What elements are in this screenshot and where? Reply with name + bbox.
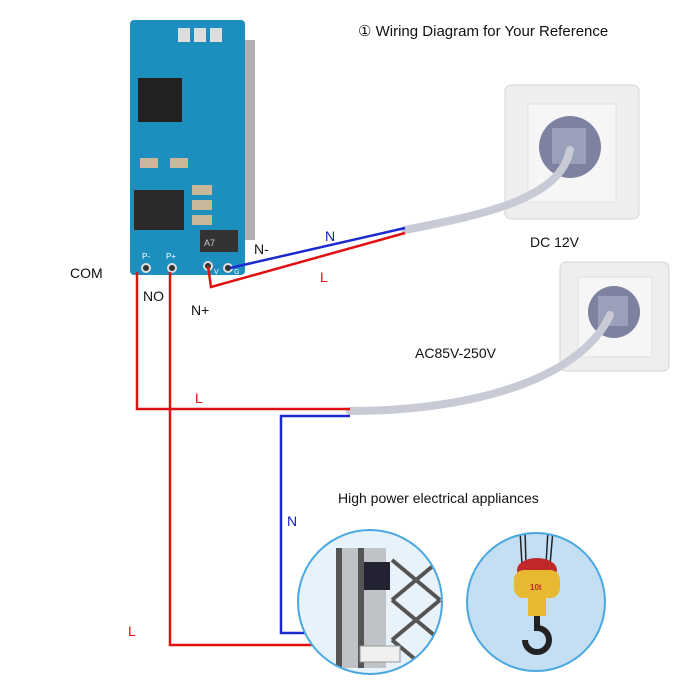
dc-supply-label: DC 12V	[530, 234, 580, 250]
receiver-module-pcb: A7 P- P+ V G	[130, 20, 255, 276]
ac-supply-label: AC85V-250V	[415, 345, 496, 361]
n-plus-label: N+	[191, 302, 210, 318]
p-minus-mark: P-	[142, 252, 150, 261]
n-minus-label: N-	[254, 241, 269, 257]
electric-gate-appliance	[297, 529, 443, 675]
no-label: NO	[143, 288, 164, 304]
dc-live-wire	[206, 231, 406, 289]
ac-live-label: L	[195, 390, 203, 406]
com-label: COM	[70, 265, 103, 281]
crane-hook-appliance: 10t	[466, 532, 606, 672]
ac-neutral-wire	[279, 414, 350, 635]
com-live-wire	[135, 272, 350, 411]
load-live-label: L	[128, 623, 136, 639]
g-mark: G	[234, 269, 239, 276]
ac-neutral-label: N	[287, 513, 298, 529]
appliances-label: High power electrical appliances	[338, 490, 539, 506]
diagram-title: ① Wiring Diagram for Your Reference	[358, 23, 609, 40]
v-mark: V	[214, 269, 219, 276]
chip-mark: A7	[204, 238, 215, 248]
no-live-wire	[168, 272, 318, 647]
dc-power-cable	[401, 146, 574, 234]
dc-neutral-wire	[229, 226, 406, 270]
ac-power-cable	[346, 311, 614, 415]
dc-neutral-label: N	[325, 228, 336, 244]
crane-load-mark: 10t	[530, 583, 542, 592]
dc-live-label: L	[320, 269, 328, 285]
p-plus-mark: P+	[166, 252, 176, 261]
